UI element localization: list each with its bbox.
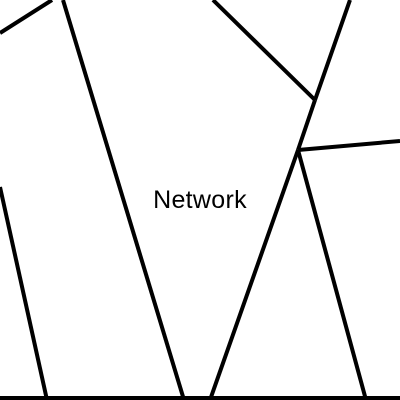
line-right-horizontal [297,139,400,152]
line-top-center-diagonal [211,0,317,102]
network-label: Network [153,186,247,214]
line-center-lower-diagonal [208,149,300,400]
line-left-edge-diagonal [0,186,49,400]
line-top-right-diagonal [313,0,352,101]
line-top-left-diagonal [0,0,54,35]
line-right-lower-diagonal [296,149,368,400]
line-long-center-diagonal [61,0,186,400]
line-right-center-segment [296,99,317,151]
